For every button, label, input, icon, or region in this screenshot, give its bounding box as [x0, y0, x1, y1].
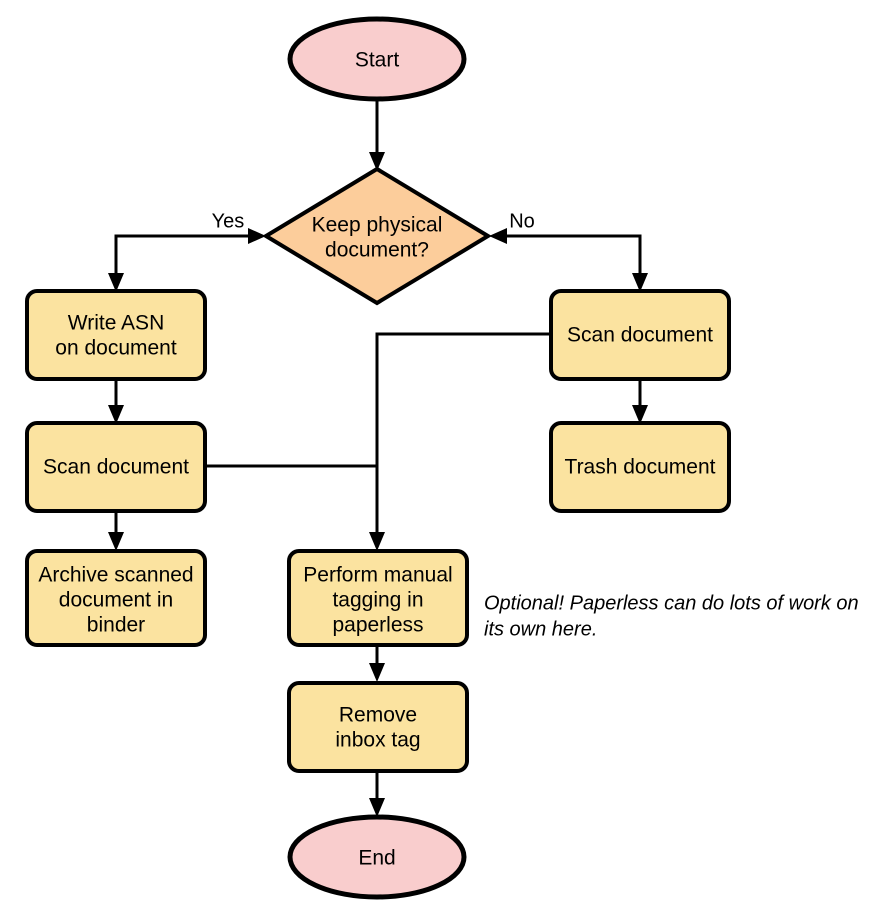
edge-decision-yes: Yes	[108, 210, 266, 292]
node-archive-label-line2: document in	[59, 589, 173, 612]
node-trash-document[interactable]: Trash document	[549, 421, 731, 513]
decision-diamond[interactable]	[262, 166, 492, 306]
node-archive-label-line3: binder	[87, 614, 145, 637]
optional-note-line1: Optional! Paperless can do lots of work …	[484, 592, 859, 614]
edge-line	[375, 332, 552, 541]
edge-line	[497, 234, 642, 282]
edge-decision-no: No	[489, 210, 648, 292]
node-manual-tagging-label-line1: Perform manual	[303, 564, 452, 587]
edge-label-no: No	[509, 210, 535, 232]
node-archive-label-line1: Archive scanned	[38, 564, 193, 587]
node-trash-document-label: Trash document	[565, 456, 716, 479]
node-archive-scanned-document[interactable]: Archive scanned document in binder	[25, 549, 207, 647]
arrowhead-icon	[369, 663, 385, 682]
node-write-asn-label-line1: Write ASN	[68, 312, 164, 335]
edge-scanleft-to-archive	[108, 511, 124, 551]
archive-box[interactable]	[25, 549, 207, 647]
node-decision-label-line2: document?	[325, 239, 429, 262]
node-start[interactable]: Start	[287, 16, 467, 102]
start-ellipse[interactable]	[287, 16, 467, 102]
node-write-asn-label-line2: on document	[55, 337, 177, 360]
node-scan-document-right-label: Scan document	[567, 324, 713, 347]
trash-document-box[interactable]	[549, 421, 731, 513]
node-remove-inbox-label-line1: Remove	[339, 704, 417, 727]
annotation-optional-note: Optional! Paperless can do lots of work …	[484, 592, 859, 640]
node-decision-label-line1: Keep physical	[312, 214, 443, 237]
edge-scanright-to-manualtagging	[369, 332, 552, 551]
edge-label-yes: Yes	[212, 210, 245, 232]
edge-removeinbox-to-end	[369, 771, 385, 817]
manual-tagging-box[interactable]	[287, 549, 469, 647]
edge-manualtagging-to-removeinbox	[369, 645, 385, 682]
arrowhead-icon	[108, 532, 124, 551]
node-end[interactable]: End	[287, 814, 467, 900]
node-start-label: Start	[355, 49, 400, 72]
node-decision-keep-physical-document[interactable]: Keep physical document?	[262, 166, 492, 306]
write-asn-box[interactable]	[25, 289, 207, 381]
edge-start-to-decision	[369, 100, 385, 171]
node-remove-inbox-tag[interactable]: Remove inbox tag	[287, 681, 469, 773]
node-scan-document-left-label: Scan document	[43, 456, 189, 479]
end-ellipse[interactable]	[287, 814, 467, 900]
arrowhead-icon	[369, 152, 385, 171]
arrowhead-icon	[248, 228, 266, 244]
scan-document-left-box[interactable]	[25, 421, 207, 513]
arrowhead-icon	[108, 405, 124, 424]
node-end-label: End	[358, 847, 395, 870]
arrowhead-icon	[632, 405, 648, 424]
arrowhead-icon	[369, 798, 385, 817]
arrowhead-icon	[489, 228, 507, 244]
node-scan-document-left[interactable]: Scan document	[25, 421, 207, 513]
arrowhead-icon	[369, 532, 385, 551]
remove-inbox-tag-box[interactable]	[287, 681, 469, 773]
edge-scanright-to-trash	[632, 379, 648, 424]
node-scan-document-right[interactable]: Scan document	[549, 289, 731, 381]
arrowhead-icon	[108, 273, 124, 292]
node-manual-tagging-label-line2: tagging in	[332, 589, 423, 612]
scan-document-right-box[interactable]	[549, 289, 731, 381]
node-remove-inbox-label-line2: inbox tag	[335, 729, 420, 752]
node-manual-tagging-label-line3: paperless	[332, 614, 423, 637]
node-perform-manual-tagging[interactable]: Perform manual tagging in paperless	[287, 549, 469, 647]
node-write-asn[interactable]: Write ASN on document	[25, 289, 207, 381]
edge-writeasn-to-scanleft	[108, 379, 124, 424]
edge-line	[114, 234, 258, 282]
arrowhead-icon	[632, 273, 648, 292]
optional-note-line2: its own here.	[484, 618, 597, 640]
